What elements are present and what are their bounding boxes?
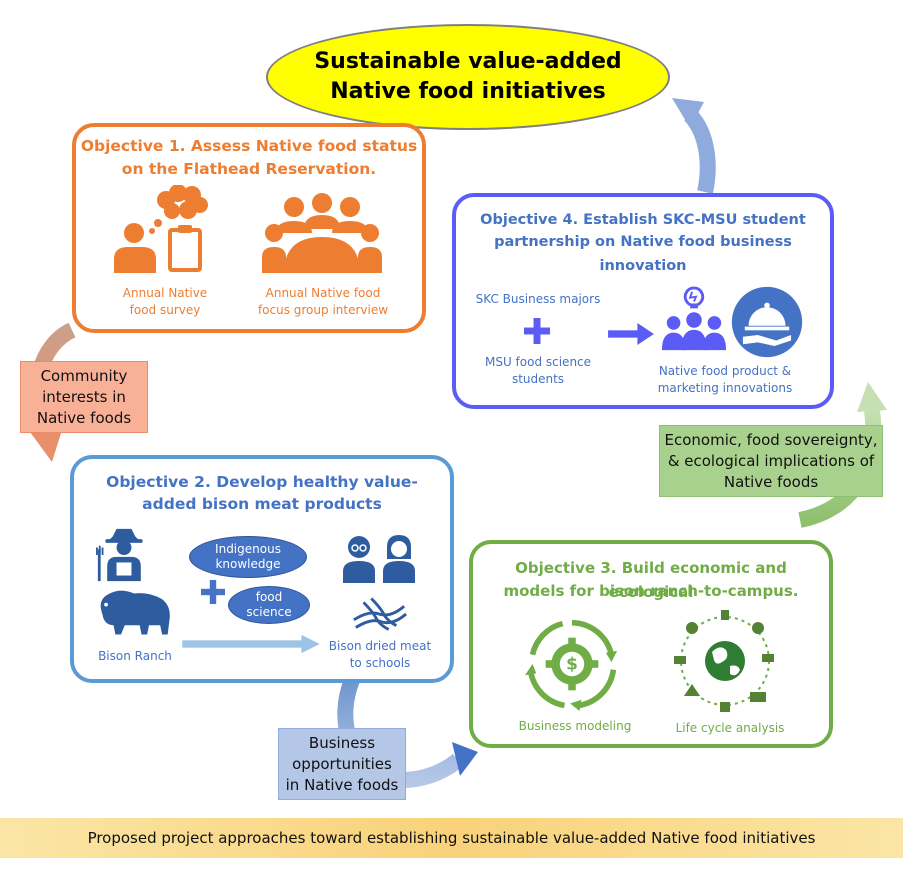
indigenous-knowledge-pill: Indigenous knowledge: [189, 536, 307, 578]
serving-tray-icon: [731, 286, 803, 358]
skc-majors-label: SKC Business majors: [475, 292, 601, 306]
students-icon: [343, 535, 415, 583]
farmer-icon: [96, 528, 143, 582]
focus-group-label-line2: focus group interview: [257, 303, 389, 317]
economic-implications-note: Economic, food sovereignty, & ecological…: [659, 425, 883, 497]
business-modeling-label: Business modeling: [518, 719, 632, 733]
goal-title-line2: Native food initiatives: [330, 79, 606, 104]
msu-students-label-line1: MSU food science: [484, 355, 592, 369]
indigenous-line2: knowledge: [215, 557, 281, 571]
objective-2-title-line1: Objective 2. Develop healthy value-: [106, 473, 418, 491]
business-line1: Business: [308, 734, 376, 752]
objective-1-title-line1: Objective 1. Assess Native food status: [80, 137, 418, 155]
economic-line3: Native foods: [723, 473, 819, 491]
arrow-obj4-to-goal: [672, 98, 716, 194]
economic-line1: Economic, food sovereignty,: [664, 431, 878, 449]
goal-title-line1: Sustainable value-added: [314, 49, 622, 74]
survey-label-line1: Annual Native: [122, 286, 208, 300]
survey-label-line2: food survey: [129, 303, 201, 317]
life-cycle-globe-icon: [674, 610, 774, 712]
team-idea-icon: [661, 286, 727, 351]
bison-ranch-label: Bison Ranch: [98, 649, 172, 663]
dried-meat-label-line2: to schools: [349, 656, 411, 670]
business-gear-icon: $: [525, 619, 618, 711]
science-line1: food: [255, 590, 283, 604]
business-line2: opportunities: [292, 755, 392, 773]
focus-group-icon: [262, 193, 382, 273]
innovations-label-line2: marketing innovations: [657, 381, 793, 395]
plus-icon-obj2: [201, 580, 225, 604]
community-line2: interests in: [42, 388, 126, 406]
innovations-label-line1: Native food product &: [658, 364, 792, 378]
arrow-right-icon: [608, 323, 654, 345]
dried-meat-label-line1: Bison dried meat: [328, 639, 432, 653]
objective-3-title-line2: models for bison ranch-to-campus.: [503, 582, 799, 600]
plus-icon-obj4: [524, 318, 550, 344]
indigenous-line1: Indigenous: [215, 542, 281, 556]
svg-text:$: $: [566, 654, 578, 674]
objective-2-title-line2: added bison meat products: [142, 495, 382, 513]
figure-caption: Proposed project approaches toward estab…: [87, 829, 816, 847]
dried-meat-icon: [353, 597, 408, 631]
community-line3: Native foods: [36, 409, 132, 427]
community-interests-note: Community interests in Native foods: [20, 361, 148, 433]
goal-ellipse: [266, 24, 670, 130]
bison-icon: [100, 590, 170, 635]
business-opportunities-note: Business opportunities in Native foods: [278, 728, 406, 800]
arrow-ranch-to-schools-icon: [182, 634, 320, 654]
msu-students-label-line2: students: [511, 372, 565, 386]
objective-1-title-line2: on the Flathead Reservation.: [121, 160, 377, 178]
objective-3-title-line1: Objective 3. Build economic and ecologic…: [515, 559, 787, 601]
science-line2: science: [246, 605, 292, 619]
business-line3: in Native foods: [285, 776, 399, 794]
community-line1: Community: [40, 367, 128, 385]
focus-group-label-line1: Annual Native food: [265, 286, 381, 300]
food-science-pill: food science: [228, 586, 310, 624]
objective-3-box: [469, 540, 833, 748]
objective-4-title-line2: partnership on Native food business inno…: [494, 234, 792, 274]
objective-4-title-line1: Objective 4. Establish SKC-MSU student: [480, 212, 806, 228]
survey-person-icon: [114, 185, 208, 273]
economic-line2: & ecological implications of: [667, 452, 875, 470]
life-cycle-label: Life cycle analysis: [675, 721, 785, 735]
